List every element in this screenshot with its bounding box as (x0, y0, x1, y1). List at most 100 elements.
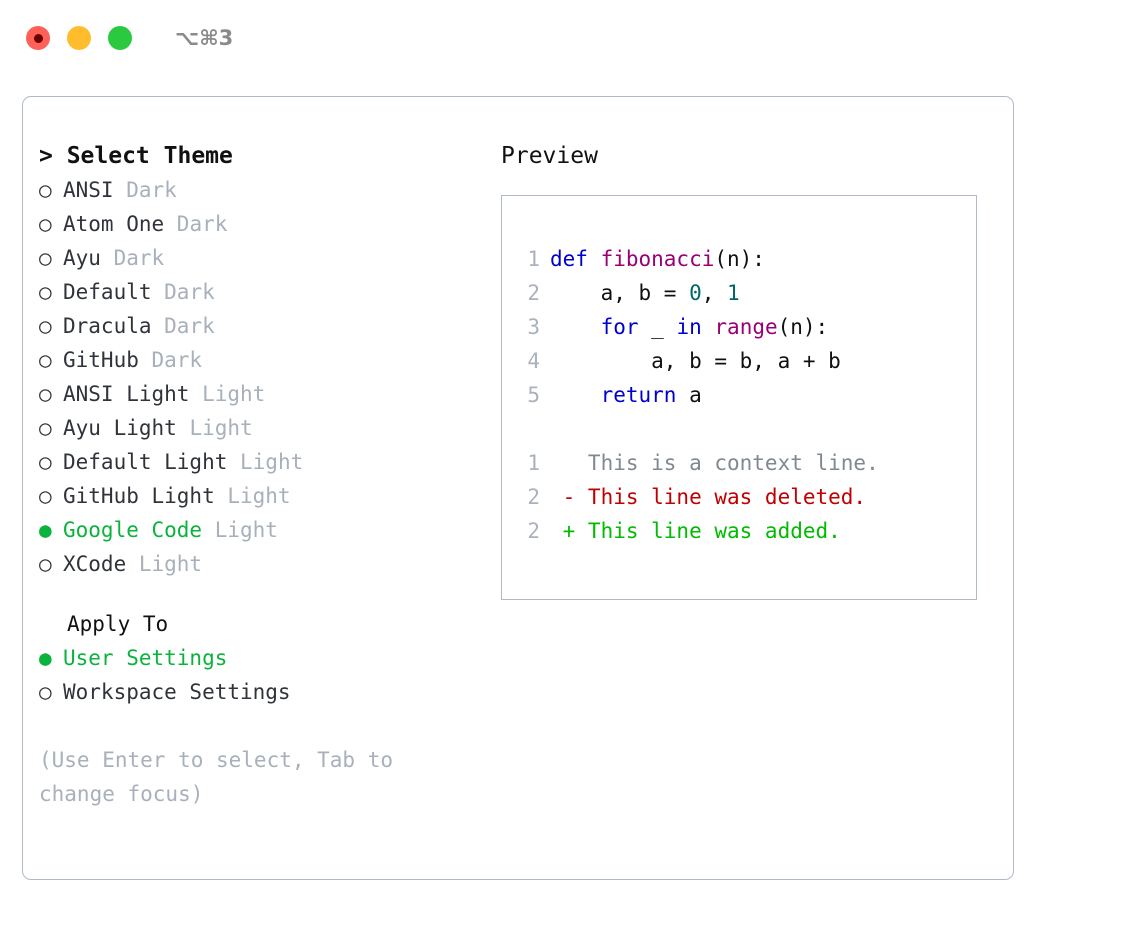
hint-gap (39, 709, 489, 743)
code-token-fn: range (714, 315, 778, 339)
theme-option-label: Ayu Light (63, 416, 177, 440)
theme-option-label: Ayu (63, 246, 101, 270)
line-number: 2 (527, 519, 540, 543)
theme-option-variant: Light (214, 484, 291, 508)
radio-unselected-icon: ○ (39, 212, 52, 236)
code-token-pl: a (676, 383, 702, 407)
theme-option-ayu[interactable]: ○Ayu Dark (39, 241, 489, 275)
theme-option-variant: Dark (138, 348, 203, 372)
theme-option-label: Atom One (63, 212, 165, 236)
radio-unselected-icon: ○ (39, 416, 52, 440)
code-token-pl: a, b = (550, 281, 690, 305)
diff-line-text-ctx: This is a context line. (550, 451, 879, 475)
theme-option-variant: Light (227, 450, 304, 474)
radio-unselected-icon: ○ (39, 314, 52, 338)
close-inner-dot (33, 33, 43, 43)
radio-unselected-icon: ○ (39, 450, 52, 474)
theme-option-variant: Light (189, 382, 266, 406)
maximize-button-icon[interactable] (108, 26, 132, 50)
apply-to-option-label: User Settings (63, 646, 228, 670)
radio-unselected-icon: ○ (39, 680, 52, 704)
close-button-icon[interactable] (26, 26, 50, 50)
theme-option-label: ANSI Light (63, 382, 190, 406)
diff-line-text-del: - This line was deleted. (550, 485, 867, 509)
theme-option-variant: Light (176, 416, 253, 440)
diff-line-text-add: + This line was added. (550, 519, 841, 543)
apply-to-option-user-settings[interactable]: ●User Settings (39, 641, 489, 675)
theme-option-google-code[interactable]: ● Google Code Light (39, 513, 489, 547)
code-diff-gap (512, 412, 976, 446)
code-line: 5 return a (512, 378, 976, 412)
theme-option-github-light[interactable]: ○ GitHub Light Light (39, 479, 489, 513)
diff-line: 2 - This line was deleted. (512, 480, 976, 514)
theme-option-variant: Light (202, 518, 278, 542)
code-token-kw: return (600, 383, 677, 407)
theme-option-variant: Light (126, 552, 203, 576)
code-token-num: 1 (727, 281, 740, 305)
theme-option-label: XCode (63, 552, 127, 576)
code-token-pl (702, 315, 715, 339)
code-token-pl: (n): (777, 315, 829, 339)
radio-unselected-icon: ○ (39, 552, 52, 576)
theme-option-label: Default (63, 280, 152, 304)
line-number: 5 (527, 383, 540, 407)
theme-option-variant: Dark (113, 178, 177, 202)
theme-selector-column: > Select Theme ○ANSI Dark○Atom One Dark○… (39, 139, 489, 811)
code-token-pl: _ (638, 315, 677, 339)
theme-option-ansi-light[interactable]: ○ ANSI Light Light (39, 377, 489, 411)
keyboard-shortcut-label: ⌥⌘3 (175, 26, 234, 50)
code-token-kw: def (550, 247, 601, 271)
radio-unselected-icon: ○ (39, 484, 52, 508)
radio-unselected-icon: ○ (39, 178, 52, 202)
code-token-kw: in (676, 315, 702, 339)
theme-option-label: GitHub Light (63, 484, 215, 508)
theme-option-atom-one[interactable]: ○Atom One Dark (39, 207, 489, 241)
theme-option-default-light[interactable]: ○ Default Light Light (39, 445, 489, 479)
code-line: 4 a, b = b, a + b (512, 344, 976, 378)
apply-to-option-label: Workspace Settings (63, 680, 291, 704)
main-panel: > Select Theme ○ANSI Dark○Atom One Dark○… (22, 96, 1014, 880)
theme-option-dracula[interactable]: ○ Dracula Dark (39, 309, 489, 343)
list-gap (39, 581, 489, 607)
theme-option-label: Default Light (63, 450, 228, 474)
code-token-pl (550, 315, 601, 339)
keyboard-hint-text: (Use Enter to select, Tab to change focu… (39, 748, 394, 806)
diff-line: 1 This is a context line. (512, 446, 976, 480)
select-theme-heading: > Select Theme (39, 143, 233, 169)
theme-option-ansi[interactable]: ○ ANSI Dark (39, 173, 489, 207)
line-number: 2 (527, 485, 540, 509)
code-token-num: 0 (689, 281, 702, 305)
minimize-button-icon[interactable] (67, 26, 91, 50)
code-token-pl: (n): (714, 247, 765, 271)
theme-option-label: GitHub (63, 348, 139, 372)
theme-option-label: ANSI (63, 178, 114, 202)
line-number: 4 (527, 349, 540, 373)
code-token-kw: for (600, 315, 639, 339)
theme-option-label: Google Code (63, 518, 203, 542)
line-number: 1 (527, 451, 540, 475)
diff-line: 2 + This line was added. (512, 514, 976, 548)
theme-option-label: Dracula (63, 314, 152, 338)
code-line: 3 for _ in range(n): (512, 310, 976, 344)
preview-heading: Preview (501, 143, 598, 169)
window-controls (26, 26, 132, 50)
code-token-pl: , (701, 281, 728, 305)
code-token-pl (550, 383, 601, 407)
diff-sample: 1 This is a context line.2 - This line w… (512, 446, 976, 548)
code-token-fn: fibonacci (600, 247, 715, 271)
line-number: 2 (527, 281, 540, 305)
radio-selected-icon: ● (39, 518, 52, 542)
line-number: 3 (527, 315, 540, 339)
theme-option-xcode[interactable]: ○ XCode Light (39, 547, 489, 581)
theme-option-github[interactable]: ○GitHub Dark (39, 343, 489, 377)
theme-option-variant: Dark (151, 314, 215, 338)
theme-option-default[interactable]: ○Default Dark (39, 275, 489, 309)
radio-unselected-icon: ○ (39, 280, 52, 304)
radio-unselected-icon: ○ (39, 382, 52, 406)
theme-option-ayu-light[interactable]: ○ Ayu Light Light (39, 411, 489, 445)
apply-to-option-workspace-settings[interactable]: ○ Workspace Settings (39, 675, 489, 709)
